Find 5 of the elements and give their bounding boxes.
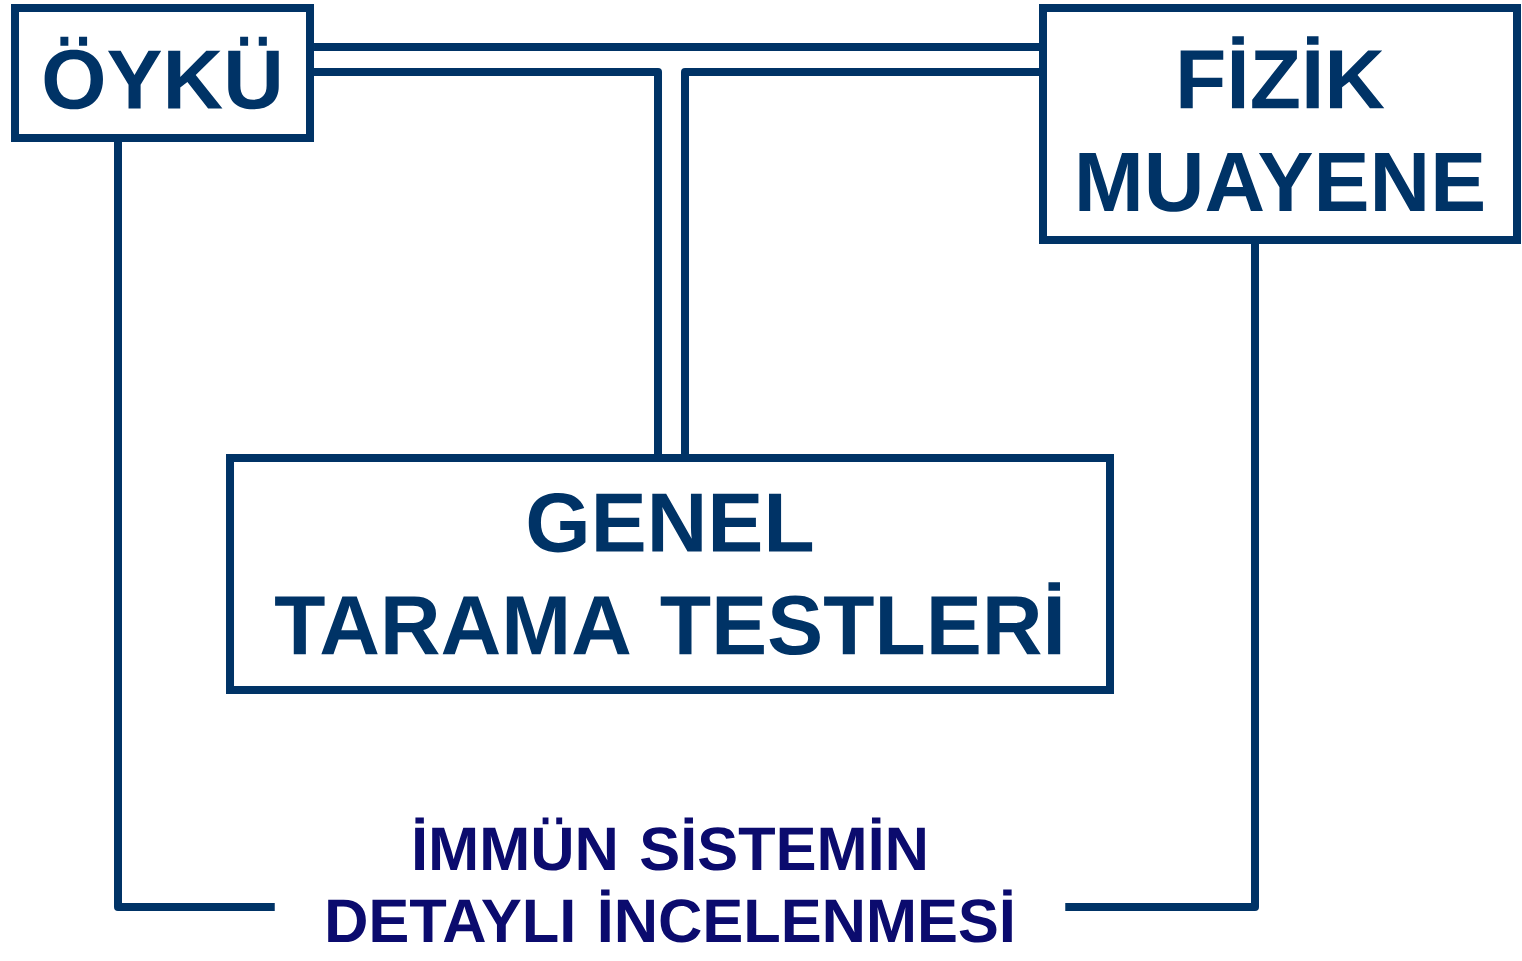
text-box: FİZİK MUAYENE bbox=[1039, 4, 1521, 244]
text-box: ÖYKÜ bbox=[11, 4, 314, 142]
connector-line bbox=[681, 68, 1039, 454]
text-box: GENEL TARAMA TESTLERİ bbox=[226, 454, 1114, 694]
heading-text: İMMÜN SİSTEMİN DETAYLI İNCELENMESİ bbox=[328, 817, 1012, 943]
